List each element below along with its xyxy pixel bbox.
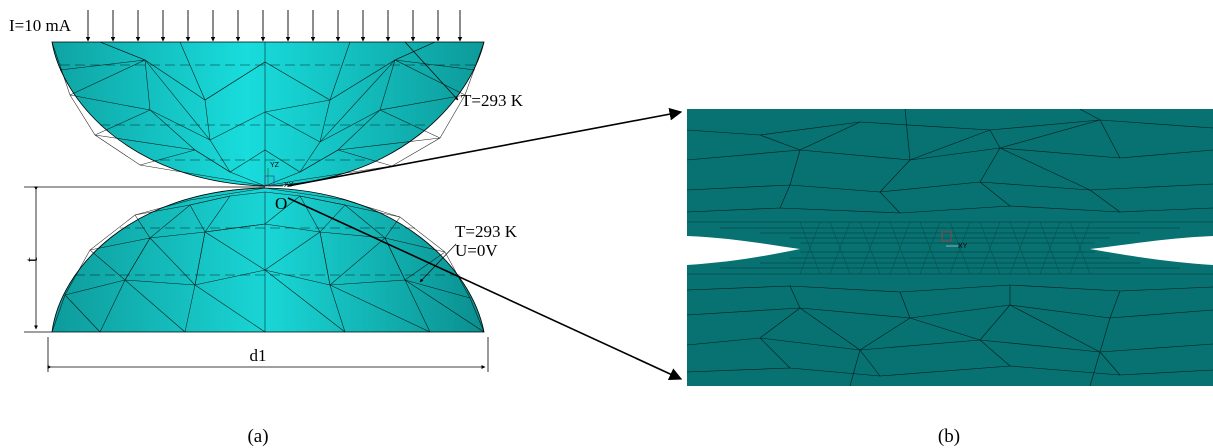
panel-b: XY (b) bbox=[687, 109, 1213, 447]
temp-top-label: T=293 K bbox=[461, 91, 524, 110]
panel-a: YZ XY t d1 I=10 mA T=293 K T=293 K U=0V … bbox=[9, 10, 683, 447]
origin-label: O bbox=[275, 194, 287, 213]
caption-a: (a) bbox=[247, 426, 268, 447]
current-load-arrows bbox=[85, 10, 463, 42]
voltage-label: U=0V bbox=[455, 241, 498, 260]
current-label: I=10 mA bbox=[9, 16, 72, 35]
zoom-arrow-upper bbox=[287, 107, 683, 187]
temp-bottom-label: T=293 K bbox=[455, 222, 518, 241]
contact-gap bbox=[687, 236, 800, 265]
temp-top-leader bbox=[404, 41, 459, 101]
upper-electrode-mesh bbox=[51, 41, 485, 187]
zoom-arrow-lower bbox=[287, 197, 683, 380]
svg-text:XY: XY bbox=[958, 243, 968, 250]
thickness-label: t bbox=[22, 257, 41, 262]
caption-b: (b) bbox=[938, 426, 960, 447]
diameter-label: d1 bbox=[250, 346, 267, 365]
contact-gap-right bbox=[1090, 236, 1213, 265]
zoom-coordinate-triad: XY bbox=[941, 231, 968, 250]
temp-bottom-leader bbox=[419, 243, 457, 283]
svg-text:YZ: YZ bbox=[270, 162, 280, 169]
lower-electrode-mesh bbox=[51, 187, 485, 333]
diameter-dimension bbox=[47, 337, 489, 372]
